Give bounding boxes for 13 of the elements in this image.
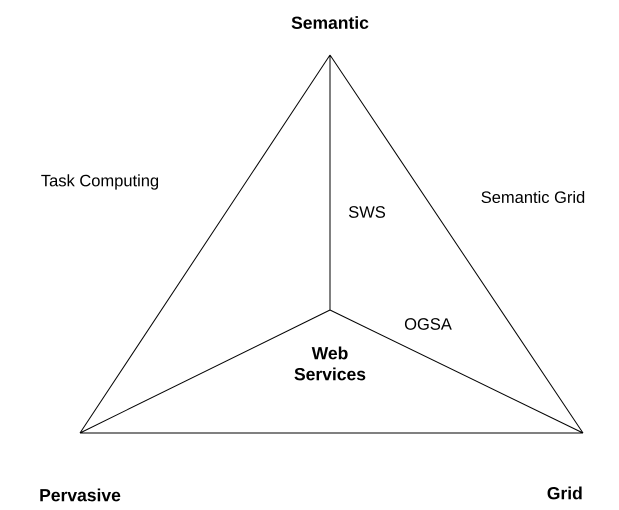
vertex-label: Pervasive bbox=[40, 488, 120, 502]
side-label: SWS bbox=[348, 206, 386, 218]
line bbox=[330, 310, 584, 434]
vertex-label: Grid bbox=[548, 486, 582, 500]
side-label: Task Computing bbox=[41, 174, 158, 190]
line bbox=[330, 54, 584, 434]
vertex-label: Semantic bbox=[292, 16, 368, 29]
region-label: Web Services bbox=[294, 346, 366, 380]
side-label: OGSA bbox=[404, 318, 452, 330]
line bbox=[80, 432, 584, 434]
side-label: Semantic Grid bbox=[481, 190, 584, 204]
line bbox=[80, 310, 330, 434]
line bbox=[80, 54, 330, 434]
